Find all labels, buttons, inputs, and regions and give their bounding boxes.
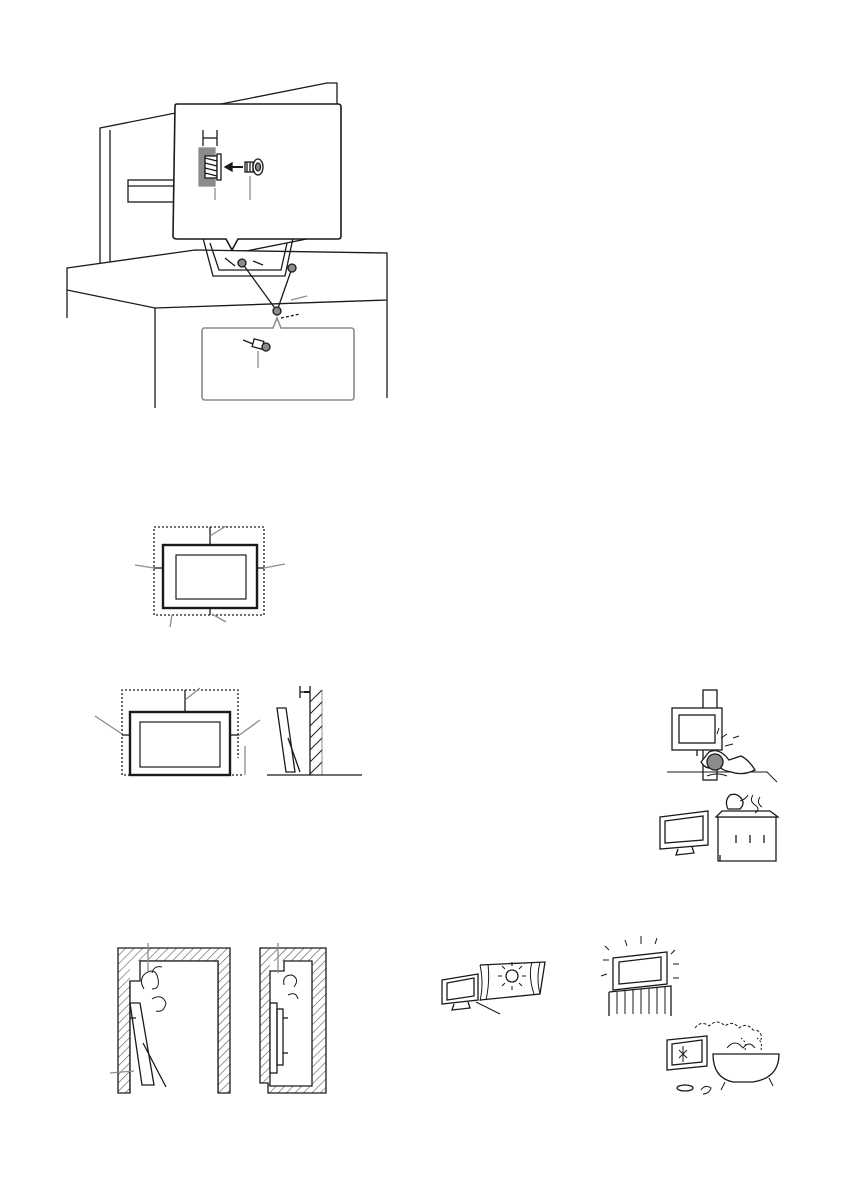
- tv-front-icon: [163, 545, 257, 608]
- bathroom-humidity-icon: [667, 1022, 779, 1094]
- stove-steam-figure: [658, 795, 778, 863]
- clearance-wall-figure: [90, 678, 365, 780]
- callout-box: [202, 318, 354, 400]
- tv-front-icon: [130, 712, 230, 775]
- tv-hazard-bump-icon: [667, 690, 777, 782]
- tv-hazard-bump-figure: [657, 690, 777, 788]
- callout-box: [173, 104, 341, 250]
- tv-strap-fixing-figure: [55, 78, 400, 408]
- sunlight-window-figure: [440, 960, 550, 1020]
- airflow-blocked-figure: [88, 943, 328, 1095]
- wall-recess-icon: [118, 948, 230, 1093]
- heater-icon: [601, 936, 679, 1016]
- stove-steam-icon: [660, 794, 778, 861]
- clearance-outline: [154, 527, 264, 615]
- wall-icon: [310, 690, 322, 775]
- heater-figure: [595, 936, 685, 1016]
- bathroom-humidity-figure: [665, 1020, 785, 1105]
- sunlight-window-icon: [442, 962, 545, 1014]
- tv-side-icon: [277, 708, 300, 772]
- clearance-stand-figure: [130, 522, 290, 630]
